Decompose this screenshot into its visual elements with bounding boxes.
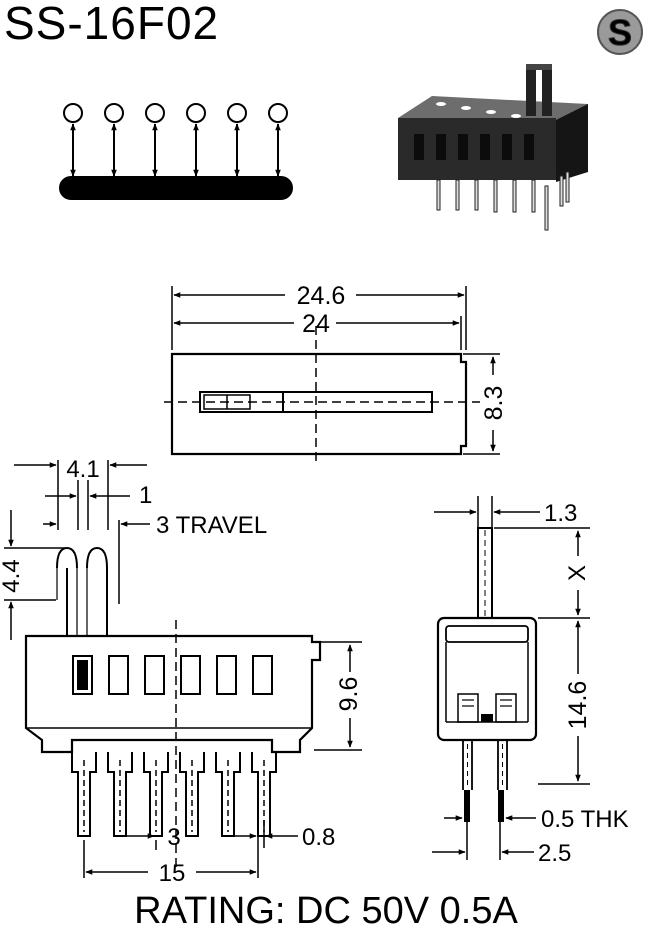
dim-actuator-length: X [564, 565, 591, 581]
svg-text:S: S [608, 12, 632, 53]
dim-pin-width: 0.8 [302, 824, 335, 851]
dim-body-length: 24 [302, 310, 330, 338]
dim-handle-width: 1 [139, 482, 152, 509]
rating-text: RATING: DC 50V 0.5A [134, 890, 518, 932]
circuit-schematic [59, 103, 293, 200]
switch-product-image [398, 64, 588, 231]
dim-actuator-thickness: 1.3 [544, 500, 577, 527]
dim-pin-thickness: 0.5 THK [541, 806, 629, 833]
dim-side-height: 14.6 [564, 681, 592, 730]
dim-overall-length: 24.6 [297, 282, 346, 310]
dim-handle-height: 4.4 [0, 559, 25, 592]
dim-pin-span: 15 [159, 860, 186, 887]
top-view [164, 286, 500, 462]
dim-body-width: 8.3 [480, 386, 508, 421]
dim-pin-pitch: 3 [167, 824, 180, 851]
s-logo-icon: S [597, 9, 643, 55]
front-view [4, 460, 362, 878]
dim-body-height: 9.6 [335, 677, 363, 712]
dim-pin-row-spacing: 2.5 [538, 840, 571, 867]
dim-handle-offset: 4.1 [66, 456, 99, 483]
dim-travel: 3 TRAVEL [156, 512, 267, 539]
part-number-title: SS-16F02 [4, 0, 220, 49]
side-view [432, 496, 590, 860]
